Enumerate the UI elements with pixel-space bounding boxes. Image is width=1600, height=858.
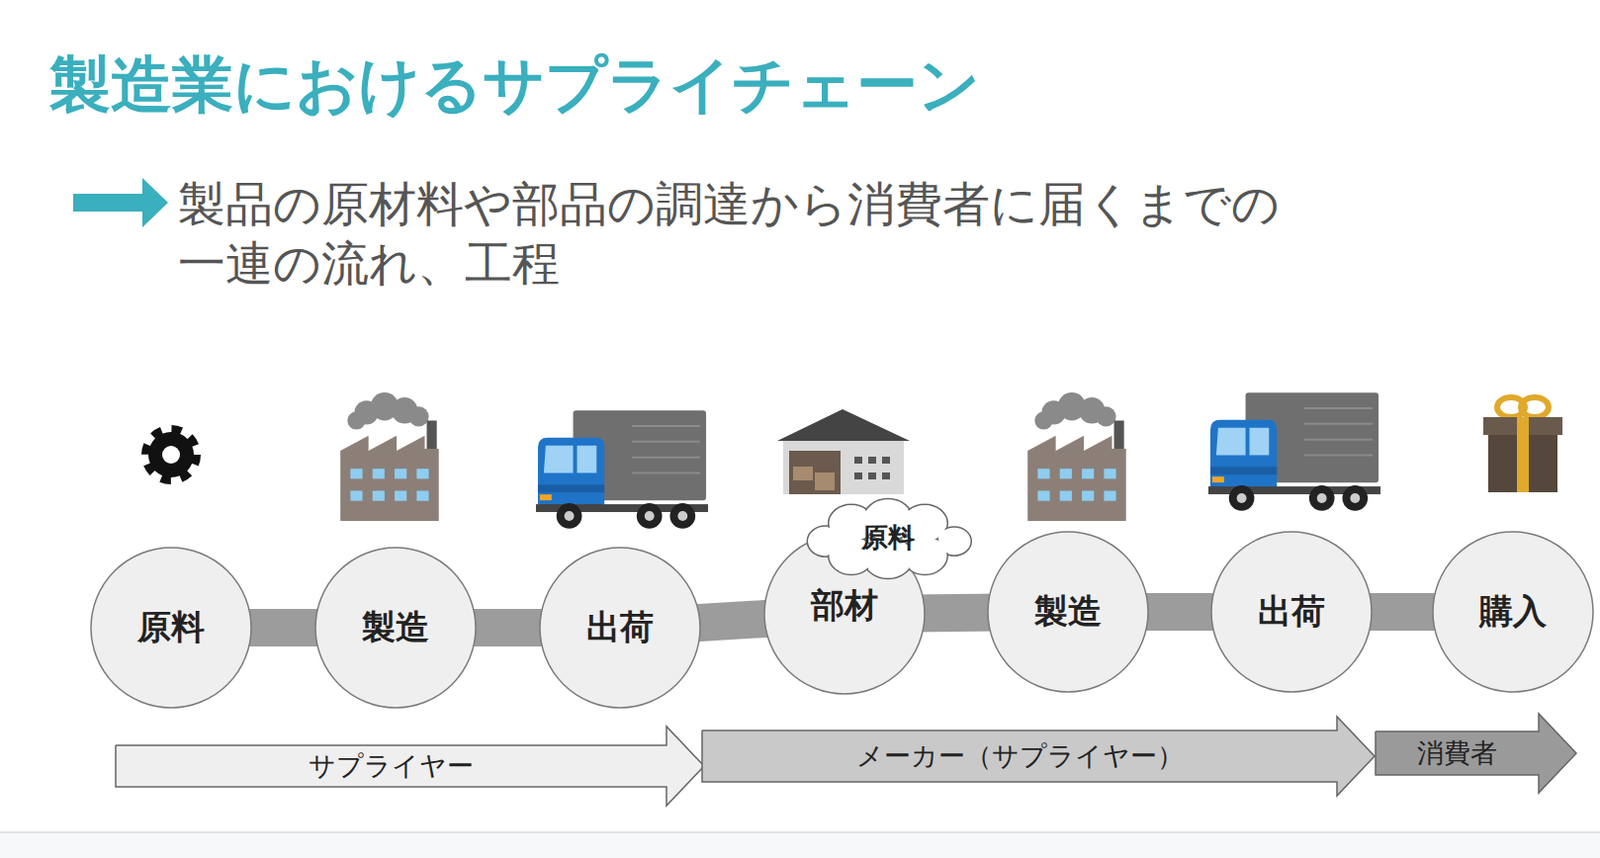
node-text: 原料 <box>861 520 915 556</box>
step-circle: 出荷 <box>1210 531 1373 694</box>
subtitle-text: 製品の原材料や部品の調達から消費者に届くまでの 一連の流れ、工程 <box>177 174 1286 293</box>
node-text: 原料 <box>137 605 205 651</box>
text-holder: 出荷 <box>1257 589 1326 635</box>
footer-band <box>0 832 1600 858</box>
text-holder: 部材 <box>810 583 879 629</box>
text-holder: 原料 <box>137 605 205 651</box>
text-holder: 原料 <box>861 520 915 556</box>
text-holder: サプライヤー <box>308 748 474 785</box>
note-cloud: 原料 <box>796 502 980 574</box>
node-text: 部材 <box>810 583 879 629</box>
footer-rule <box>0 831 1600 834</box>
factory-icon <box>1027 392 1127 522</box>
page-title: 製造業におけるサプライチェーン <box>49 43 980 127</box>
node-text: 製造 <box>1034 589 1102 635</box>
node-text: サプライヤー <box>308 748 474 785</box>
text-holder: 消費者 <box>1417 735 1498 772</box>
step-circle: 製造 <box>986 531 1150 694</box>
heading-arrow <box>73 177 169 228</box>
gear-icon <box>147 431 195 479</box>
truck-icon <box>535 410 709 530</box>
step-circle: 出荷 <box>538 546 702 710</box>
text-holder: 製造 <box>1034 589 1102 635</box>
text-holder: 製造 <box>361 605 430 651</box>
role-arrow: メーカー（サプライヤー） <box>702 716 1375 797</box>
gift-icon <box>1483 397 1563 493</box>
step-circle: 購入 <box>1431 531 1595 694</box>
node-text: 製造 <box>361 605 430 651</box>
node-text: 購入 <box>1479 589 1547 635</box>
node-text: 出荷 <box>1257 589 1326 635</box>
role-arrow: サプライヤー <box>115 726 705 806</box>
text-holder: メーカー（サプライヤー） <box>856 738 1184 775</box>
node-text: 消費者 <box>1417 735 1498 772</box>
node-text: メーカー（サプライヤー） <box>856 738 1184 775</box>
step-circle: 原料 <box>89 546 253 710</box>
node-text: 出荷 <box>586 605 654 651</box>
truck-icon <box>1208 392 1381 512</box>
text-holder: 出荷 <box>586 605 654 651</box>
warehouse-icon <box>777 409 910 495</box>
role-arrow: 消費者 <box>1375 713 1577 794</box>
factory-icon <box>340 392 440 522</box>
text-holder: 購入 <box>1479 589 1547 635</box>
step-circle: 製造 <box>314 546 477 710</box>
